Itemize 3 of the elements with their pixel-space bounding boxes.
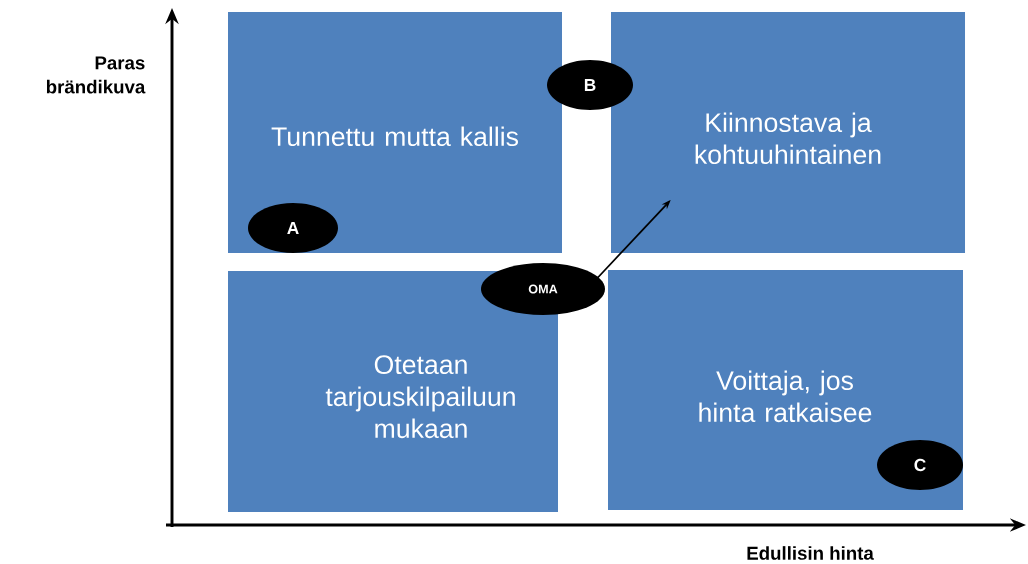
- axis-label: Paras brändikuva: [46, 56, 146, 94]
- quadrant-box: Kiinnostava ja kohtuuhintainen: [611, 12, 965, 253]
- axis-label: Edullisin hinta: [747, 546, 874, 560]
